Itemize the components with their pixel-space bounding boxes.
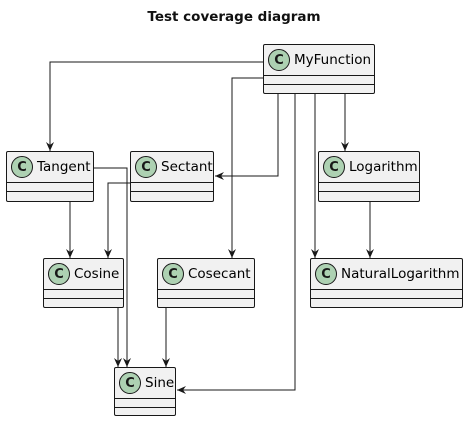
- class-c-icon: C: [119, 372, 141, 394]
- class-separator: [115, 407, 175, 408]
- class-separator: [44, 298, 123, 299]
- class-cosecant[interactable]: C Cosecant: [157, 258, 255, 308]
- class-name: Sectant: [161, 159, 213, 175]
- class-attributes: [115, 399, 175, 407]
- class-c-icon: C: [11, 156, 33, 178]
- class-name: Cosine: [74, 266, 120, 282]
- class-name: Cosecant: [188, 266, 251, 282]
- class-separator: [131, 191, 213, 192]
- class-separator: [115, 398, 175, 399]
- class-attributes: [7, 183, 93, 191]
- class-separator: [158, 289, 254, 290]
- class-separator: [311, 298, 462, 299]
- class-sectant[interactable]: C Sectant: [130, 151, 214, 202]
- class-myfunction[interactable]: C MyFunction: [263, 44, 375, 94]
- class-attributes: [158, 290, 254, 298]
- edge-myfunction-cosecant: [228, 77, 263, 258]
- class-separator: [131, 182, 213, 183]
- class-c-icon: C: [48, 263, 70, 285]
- class-attributes: [44, 290, 123, 298]
- class-separator: [44, 289, 123, 290]
- class-c-icon: C: [268, 49, 290, 71]
- class-separator: [264, 84, 374, 85]
- class-sine[interactable]: C Sine: [114, 367, 176, 416]
- class-c-icon: C: [135, 156, 157, 178]
- class-name: MyFunction: [294, 52, 372, 68]
- class-name: NaturalLogarithm: [341, 266, 460, 282]
- class-name: Sine: [145, 375, 175, 391]
- class-separator: [319, 191, 419, 192]
- edge-myfunction-sine: [177, 94, 296, 394]
- class-c-icon: C: [315, 263, 337, 285]
- class-attributes: [131, 183, 213, 191]
- edge-sectant-cosine: [104, 182, 130, 258]
- class-separator: [264, 75, 374, 76]
- edge-myfunction-tangent: [46, 61, 263, 151]
- class-c-icon: C: [323, 156, 345, 178]
- class-separator: [7, 191, 93, 192]
- class-attributes: [319, 183, 419, 191]
- class-c-icon: C: [162, 263, 184, 285]
- edge-myfunction-sectant: [215, 94, 279, 180]
- class-naturallogarithm[interactable]: C NaturalLogarithm: [310, 258, 463, 308]
- class-separator: [158, 298, 254, 299]
- diagram-title: Test coverage diagram: [147, 9, 321, 25]
- class-cosine[interactable]: C Cosine: [43, 258, 124, 308]
- class-separator: [311, 289, 462, 290]
- class-tangent[interactable]: C Tangent: [6, 151, 94, 202]
- class-separator: [7, 182, 93, 183]
- class-separator: [319, 182, 419, 183]
- edge-tangent-sine: [93, 167, 131, 367]
- class-logarithm[interactable]: C Logarithm: [318, 151, 420, 202]
- class-name: Tangent: [37, 159, 91, 175]
- class-name: Logarithm: [349, 159, 418, 175]
- class-attributes: [311, 290, 462, 298]
- class-attributes: [264, 76, 374, 84]
